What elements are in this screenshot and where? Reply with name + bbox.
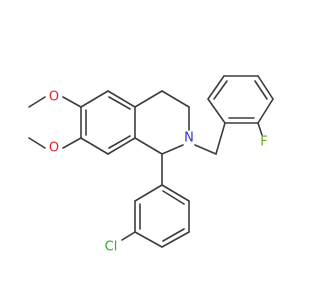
bond xyxy=(108,96,131,110)
bond xyxy=(161,144,184,155)
fluorine-atom-label: F xyxy=(260,135,267,150)
bond xyxy=(107,90,136,108)
bonds xyxy=(28,75,274,248)
molecule-structure: O O N F Cl xyxy=(28,75,274,255)
bond xyxy=(207,75,225,100)
oxygen-atom-label: O xyxy=(49,90,59,105)
oxygen-atom-label: O xyxy=(49,141,59,156)
bond xyxy=(254,80,268,100)
bond xyxy=(134,184,163,202)
atom-labels: O O N F Cl xyxy=(49,90,268,255)
bond xyxy=(162,228,185,242)
nitrogen-atom-label: N xyxy=(184,131,194,146)
bond xyxy=(161,184,190,202)
bond xyxy=(162,190,185,205)
bond xyxy=(134,90,163,108)
bond xyxy=(134,231,163,248)
bond xyxy=(257,122,263,136)
bond xyxy=(62,137,82,149)
bond xyxy=(161,231,190,248)
bond xyxy=(62,96,82,108)
bond xyxy=(108,135,131,149)
bond xyxy=(80,90,109,108)
bond xyxy=(28,96,46,108)
bond xyxy=(213,80,228,100)
chlorine-atom-label: Cl xyxy=(105,240,118,255)
bond xyxy=(161,90,190,108)
bond xyxy=(134,137,163,155)
bond xyxy=(194,144,217,155)
bond xyxy=(257,75,274,100)
bond xyxy=(207,98,226,124)
bond xyxy=(28,137,46,149)
bond xyxy=(257,98,274,124)
bond xyxy=(215,122,226,155)
bond xyxy=(121,231,136,241)
bond xyxy=(107,137,136,155)
bond xyxy=(80,137,109,155)
